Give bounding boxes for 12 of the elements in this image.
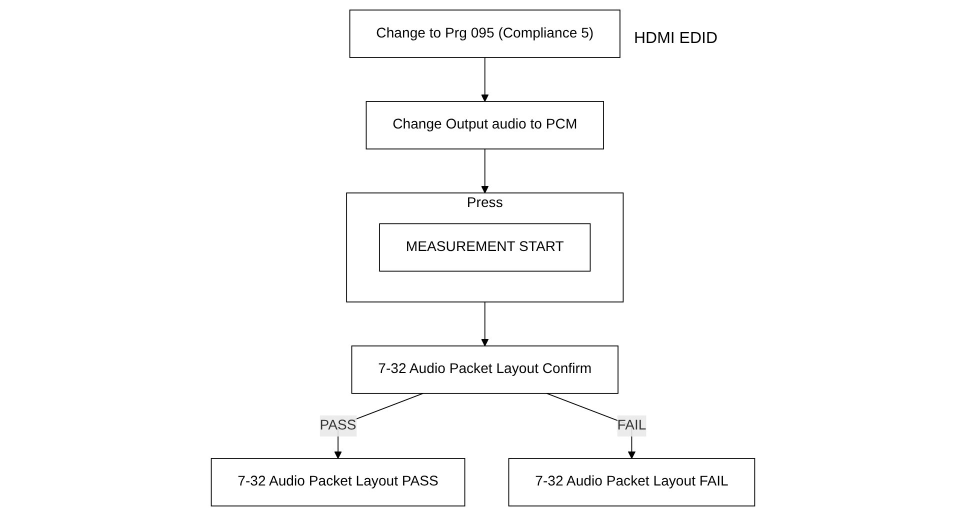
edge-label: FAIL: [617, 418, 646, 433]
node-box: MEASUREMENT START: [379, 223, 591, 272]
node-note: HDMI EDID: [634, 30, 718, 48]
node-box: Change to Prg 095 (Compliance 5): [349, 10, 620, 58]
node-box: 7-32 Audio Packet Layout Confirm: [351, 346, 618, 394]
node-box: Change Output audio to PCM: [366, 101, 604, 150]
arrow: [481, 57, 489, 102]
node-box: 7-32 Audio Packet Layout PASS: [210, 458, 466, 506]
arrow: [481, 302, 489, 346]
node-box: 7-32 Audio Packet Layout FAIL: [508, 458, 756, 506]
edge-label: PASS: [320, 418, 356, 433]
arrow: [481, 148, 489, 194]
